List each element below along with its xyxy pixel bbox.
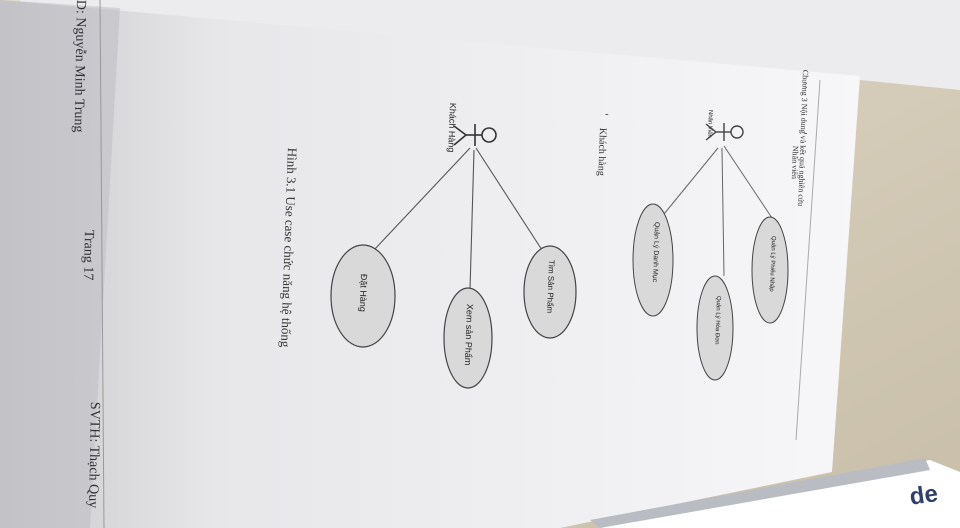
header-rule xyxy=(795,79,821,441)
use-case-label-tim-san-pham: Tìm Sản Phẩm xyxy=(545,259,556,314)
use-case-dat-hang xyxy=(330,244,396,348)
footer-left: D: Nguyễn Minh Trung xyxy=(70,0,88,133)
use-case-label-dat-hang: Đặt Hàng xyxy=(357,273,369,313)
bullet-employee: - xyxy=(804,128,808,139)
use-case-quan-ly-hoa-don xyxy=(696,275,734,381)
footer-rule xyxy=(99,0,105,528)
page-shadow xyxy=(0,0,120,528)
use-case-quan-ly-phieu-nhap xyxy=(751,216,789,324)
section-employee: Nhân viên xyxy=(789,145,800,180)
section-customer: Khách hàng xyxy=(595,127,608,177)
use-case-label-xem-san-pham: Xem sản Phẩm xyxy=(462,303,475,366)
book-cover-text: de xyxy=(908,480,940,511)
customer-associations xyxy=(373,147,543,291)
actor-employee-figure xyxy=(705,123,744,141)
bullet-customer: - xyxy=(605,108,609,120)
actor-employee-label: Nhân Viên xyxy=(706,109,713,138)
document-page xyxy=(0,0,860,528)
use-case-tim-san-pham xyxy=(523,245,577,339)
actor-customer-label: Khách Hàng xyxy=(446,102,458,153)
employee-associations xyxy=(663,145,773,277)
use-case-xem-san-pham xyxy=(443,287,493,389)
actor-customer-figure xyxy=(453,124,497,146)
footer-right: SVTH: Thạch Quy xyxy=(85,401,102,509)
use-case-quan-ly-danh-muc xyxy=(632,203,674,317)
book-edge xyxy=(590,458,930,528)
footer-center: Trang 17 xyxy=(80,229,96,281)
